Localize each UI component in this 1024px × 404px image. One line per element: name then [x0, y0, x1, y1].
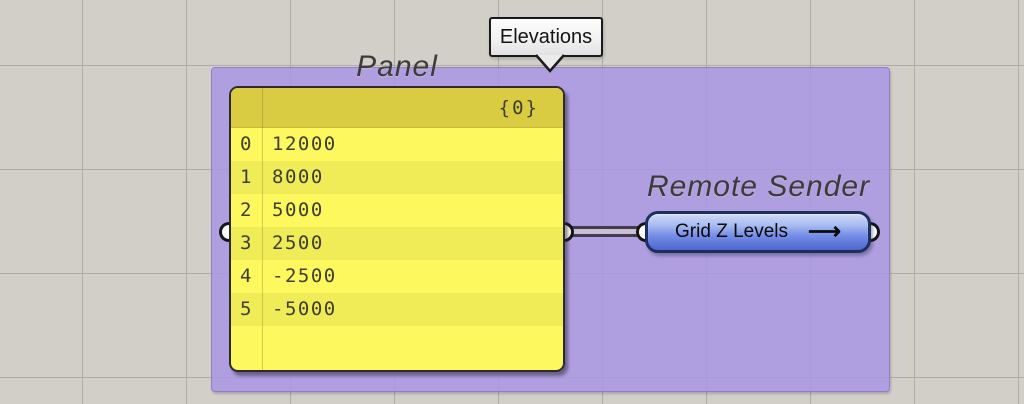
row-index: 5	[240, 298, 253, 320]
sender-output-grip[interactable]	[870, 222, 880, 242]
panel-row: 5 -5000	[231, 293, 563, 326]
panel-header: {0}	[231, 88, 563, 128]
panel-row: 1 8000	[231, 161, 563, 194]
tooltip-text: Elevations	[489, 17, 603, 57]
row-index: 1	[240, 166, 253, 188]
row-index: 2	[240, 199, 253, 221]
row-value: 2500	[272, 232, 324, 254]
panel-nickname-label: Panel	[356, 50, 438, 83]
remote-sender-component[interactable]: Grid Z Levels ⟶	[645, 211, 871, 253]
panel-row: 4 -2500	[231, 260, 563, 293]
right-arrow-icon: ⟶	[808, 217, 841, 244]
sender-nickname-label: Remote Sender	[646, 170, 871, 203]
panel-row: 2 5000	[231, 194, 563, 227]
tooltip-pointer-icon	[535, 54, 565, 73]
row-index: 4	[240, 265, 253, 287]
row-value: 5000	[272, 199, 324, 221]
panel-component[interactable]: {0} 0 12000 1 8000 2 5000 3 2500 4 -2500…	[229, 86, 565, 372]
panel-index-divider	[262, 88, 263, 370]
row-index: 0	[240, 133, 253, 155]
row-value: 8000	[272, 166, 324, 188]
wire-panel-to-sender[interactable]	[566, 226, 642, 237]
sender-name-label: Grid Z Levels	[675, 221, 788, 242]
sender-input-grip[interactable]	[636, 222, 646, 242]
row-value: -5000	[272, 298, 337, 320]
row-index: 3	[240, 232, 253, 254]
panel-input-grip[interactable]	[219, 222, 229, 242]
panel-output-grip[interactable]	[564, 222, 574, 242]
panel-row: 0 12000	[231, 128, 563, 161]
panel-row: 3 2500	[231, 227, 563, 260]
row-value: -2500	[272, 265, 337, 287]
row-value: 12000	[272, 133, 337, 155]
panel-path-tag: {0}	[498, 97, 539, 119]
